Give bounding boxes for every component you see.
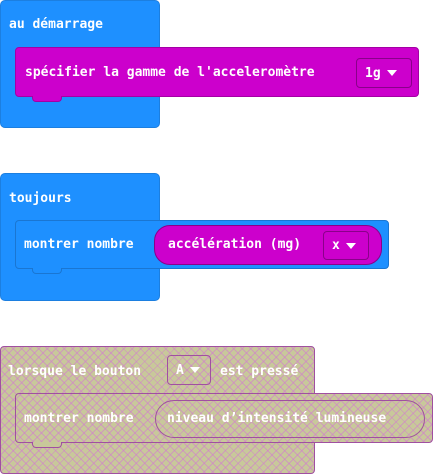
acceleration-reporter[interactable]: accélération (mg) x — [154, 225, 382, 265]
acceleration-axis-value: x — [332, 238, 340, 253]
chevron-down-icon — [189, 367, 200, 373]
acceleration-axis-dropdown[interactable]: x — [323, 231, 369, 260]
accelerometer-range-dropdown[interactable]: 1g — [356, 58, 412, 88]
block-notch — [32, 268, 62, 274]
chevron-down-icon — [386, 70, 397, 76]
block-notch — [32, 442, 62, 448]
acceleration-label: accélération (mg) — [168, 237, 302, 252]
on-button-label-before: lorsque le bouton — [8, 364, 142, 379]
on-start-label: au démarrage — [9, 17, 103, 32]
button-select-dropdown[interactable]: A — [167, 355, 211, 385]
light-level-reporter[interactable]: niveau d’intensité lumineuse — [155, 400, 425, 438]
accelerometer-range-value: 1g — [365, 65, 381, 81]
chevron-down-icon — [345, 242, 356, 249]
show-number-block[interactable]: montrer nombre accélération (mg) x — [15, 220, 389, 269]
set-accelerometer-range-label: spécifier la gamme de l'acceleromètre — [25, 65, 315, 80]
button-select-value: A — [176, 362, 184, 378]
set-accelerometer-range-block[interactable]: spécifier la gamme de l'acceleromètre 1g — [15, 47, 419, 97]
show-number-light-block[interactable]: montrer nombre niveau d’intensité lumine… — [15, 393, 433, 443]
light-level-label: niveau d’intensité lumineuse — [167, 411, 387, 426]
show-number-label: montrer nombre — [24, 237, 134, 252]
on-button-label-after: est pressé — [220, 364, 299, 379]
block-notch — [32, 96, 62, 102]
show-number-light-label: montrer nombre — [24, 411, 134, 426]
forever-label: toujours — [9, 191, 72, 206]
